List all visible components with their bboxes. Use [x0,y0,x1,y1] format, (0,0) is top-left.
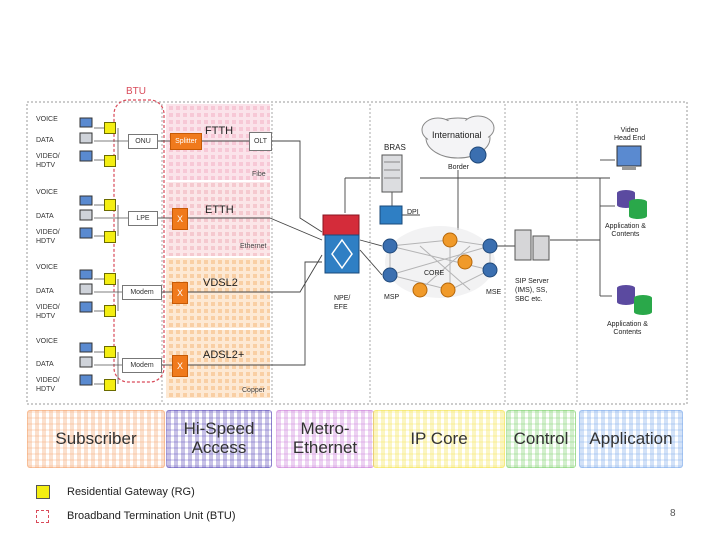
olt-box: OLT [249,132,272,151]
video-headend-icon [616,145,642,170]
international-cloud [421,115,495,159]
sip-server-label: SIP Server (IMS), SS, SBC etc. [515,278,549,303]
core-cloud [385,226,495,298]
layer-box-ip-core: IP Core [373,410,505,468]
residential-gateway-icon [104,273,116,285]
legend-btu-swatch [36,510,49,523]
layer-label: Subscriber [55,429,137,448]
copper-label: Copper [242,387,265,394]
layer-box-subscriber: Subscriber [27,410,165,468]
sip-server-icon [514,229,550,261]
core-routers [382,232,498,298]
legend-rg-swatch [36,485,50,499]
npe-switch-icon [322,214,360,274]
residential-gateway-icon [104,231,116,243]
app-contents-label: Application & Contents [607,321,648,336]
layer-label: Hi-Speed Access [183,419,255,457]
bras-server-icon [381,154,403,193]
residential-gateway-icon [104,155,116,167]
adsl2-title: ADSL2+ [203,349,245,361]
legend-btu-label: Broadband Termination Unit (BTU) [67,510,236,522]
layer-label: Metro- Ethernet [292,419,358,457]
npe-efe-label: NPE/ EFE [334,295,351,311]
residential-gateway-icon [104,122,116,134]
layer-label: Control [513,429,569,448]
app-contents-label: Application & Contents [605,223,646,238]
dpi-label: DPI [407,209,419,216]
residential-gateway-icon [104,305,116,317]
residential-gateway-icon [104,379,116,391]
layer-box-application: Application [579,410,683,468]
core-label: CORE [424,270,445,277]
page-number: 8 [670,508,676,519]
etth-title: ETTH [205,204,234,216]
x-box: X [172,355,188,377]
cpe-modem: Modem [122,358,162,373]
residential-gateway-icon [104,346,116,358]
layer-label: Application [589,429,673,448]
dpi-box-icon [379,205,403,225]
btu-label: BTU [126,86,146,97]
layer-box-hi-speed-access: Hi-Speed Access [166,410,272,468]
cpe-onu: ONU [128,134,158,149]
border-label: Border [448,164,470,171]
database-icon [617,190,647,219]
layer-box-control: Control [506,410,576,468]
legend-rg-label: Residential Gateway (RG) [67,486,195,498]
x-box: X [172,208,188,230]
fibre-label: Fibe [252,171,266,178]
mse-label: MSE [486,289,502,296]
layer-label: IP Core [410,429,468,448]
diagram-frame [26,101,688,405]
vdsl2-title: VDSL2 [203,277,238,289]
bras-label: BRAS [384,143,406,152]
layer-box-metro-ethernet: Metro- Ethernet [276,410,374,468]
splitter-box: Splitter [170,133,202,150]
x-box: X [172,282,188,304]
video-headend-label: Video Head End [614,127,646,142]
msp-label: MSP [384,294,400,301]
cpe-lpe: LPE [128,211,158,226]
residential-gateway-icon [104,199,116,211]
ethernet-label: Ethernet [240,243,267,250]
subscriber-devices [79,117,93,386]
international-label: International [432,130,482,140]
ftth-title: FTTH [205,125,234,137]
database-icon [617,285,652,315]
border-router-icon [469,146,487,164]
cpe-modem: Modem [122,285,162,300]
